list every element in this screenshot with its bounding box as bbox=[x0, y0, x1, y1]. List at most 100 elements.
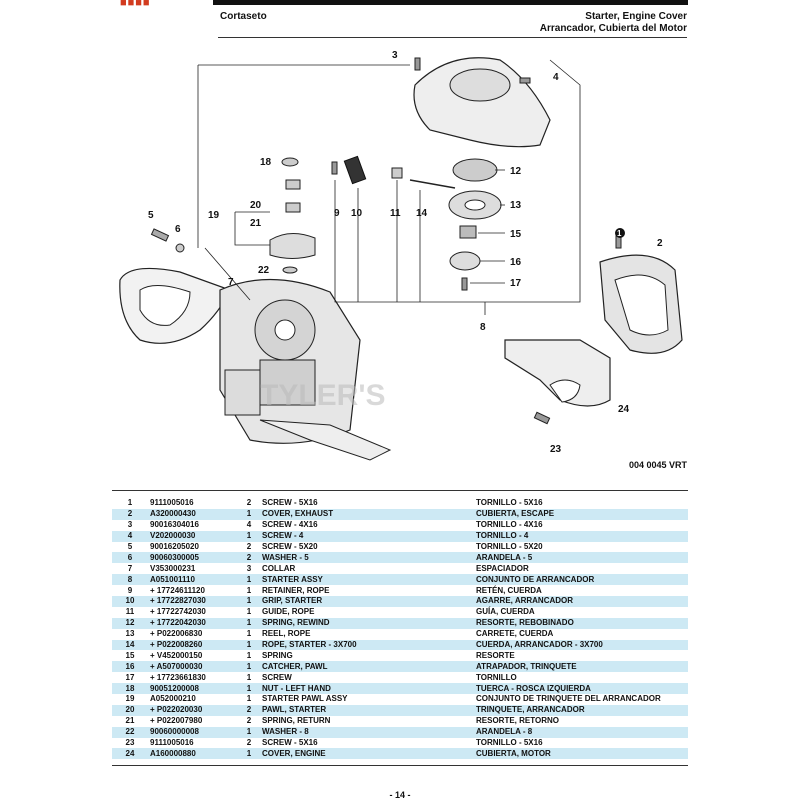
callout-23: 23 bbox=[550, 444, 562, 455]
description-en-cell: SCREW bbox=[262, 672, 292, 682]
part-number-cell: 90016304016 bbox=[150, 520, 199, 530]
part-number-cell: + 17724611120 bbox=[150, 585, 205, 595]
diagram-watermark: TYLER'S bbox=[260, 379, 385, 412]
ref-cell: 22 bbox=[112, 726, 148, 738]
rope-retainer-part bbox=[331, 161, 338, 175]
part-number-cell: V202000030 bbox=[148, 530, 238, 542]
description-es-cell: TORNILLO - 5X16 bbox=[476, 498, 543, 508]
starter-rope-part bbox=[409, 179, 456, 189]
section-title-es: Arrancador, Cubierta del Motor bbox=[539, 23, 687, 34]
description-es-cell: ESPACIADOR bbox=[476, 563, 529, 573]
qty-cell: 1 bbox=[238, 596, 260, 607]
description-es-cell: CONJUNTO DE TRINQUETE DEL ARRANCADOR bbox=[476, 694, 661, 704]
spring-part bbox=[459, 225, 477, 239]
ref-cell: 6 bbox=[112, 552, 148, 564]
screw-3-part bbox=[414, 57, 421, 71]
ref-cell: 12 bbox=[112, 617, 148, 629]
ref-cell: 20 bbox=[112, 704, 148, 716]
description-en-cell: SCREW - 4X16 bbox=[262, 520, 318, 530]
callout-8: 8 bbox=[480, 322, 486, 333]
pawl-catcher-part bbox=[449, 251, 481, 271]
part-number-cell: 90051200008 bbox=[148, 683, 238, 695]
qty-cell: 1 bbox=[238, 508, 260, 520]
exploded-parts-diagram: TYLER'S 1 2 3 4 5 6 7 8 9 10 11 12 13 14… bbox=[119, 50, 683, 461]
ref-cell: 16 bbox=[112, 661, 148, 673]
description-es-cell: CUBIERTA, MOTOR bbox=[474, 748, 688, 760]
part-number-cell: A160000880 bbox=[148, 748, 238, 760]
description-en-cell: RETAINER, ROPE bbox=[262, 585, 330, 595]
ref-cell: 11 bbox=[125, 607, 135, 617]
washer-6-part bbox=[175, 243, 185, 253]
description-en-cell: SPRING, RETURN bbox=[262, 716, 331, 726]
callout-11: 11 bbox=[390, 208, 401, 219]
description-en-cell: REEL, ROPE bbox=[262, 629, 311, 639]
callout-17: 17 bbox=[510, 278, 522, 289]
description-es-cell: ARANDELA - 5 bbox=[474, 552, 688, 564]
description-en-cell: SPRING, REWIND bbox=[260, 617, 474, 629]
description-es-cell: TORNILLO - 4X16 bbox=[476, 520, 543, 530]
callout-1-marker bbox=[615, 228, 625, 238]
engine-cover-part bbox=[413, 57, 551, 148]
part-number-cell: 9111005016 bbox=[150, 738, 194, 748]
ref-cell: 8 bbox=[112, 574, 148, 586]
callout-7: 7 bbox=[228, 277, 234, 288]
description-en-cell: ROPE, STARTER - 3X700 bbox=[260, 639, 474, 651]
callout-5: 5 bbox=[148, 210, 154, 221]
qty-cell: 2 bbox=[246, 498, 252, 508]
return-spring-part bbox=[285, 202, 301, 213]
qty-cell: 2 bbox=[246, 542, 252, 551]
description-en-cell: NUT - LEFT HAND bbox=[260, 683, 474, 695]
description-en-cell: WASHER - 5 bbox=[260, 552, 474, 564]
description-en-cell: SPRING bbox=[262, 650, 293, 660]
description-es-cell: RETÉN, CUERDA bbox=[476, 585, 542, 595]
description-en-cell: SCREW - 5X20 bbox=[262, 542, 318, 551]
qty-cell: 1 bbox=[238, 683, 260, 695]
ref-cell: 10 bbox=[112, 596, 148, 607]
ref-cell: 15 bbox=[125, 650, 135, 660]
description-es-cell: CARRETE, CUERDA bbox=[476, 629, 554, 639]
part-number-cell: + P022020030 bbox=[148, 704, 238, 716]
callout-20: 20 bbox=[250, 200, 262, 211]
table-bottom-rule bbox=[112, 765, 688, 766]
qty-cell: 1 bbox=[238, 661, 260, 673]
part-number-cell: + P022008260 bbox=[148, 639, 238, 651]
screw-17-part bbox=[461, 277, 468, 291]
ref-cell: 9 bbox=[127, 585, 133, 595]
callout-19: 19 bbox=[208, 210, 220, 221]
qty-cell: 1 bbox=[246, 650, 252, 660]
description-en-cell: SCREW - 4 bbox=[260, 530, 474, 542]
description-es-cell: GUÍA, CUERDA bbox=[476, 607, 535, 617]
part-number-cell: + 17723661830 bbox=[150, 672, 206, 682]
description-en-cell: STARTER PAWL ASSY bbox=[262, 694, 348, 704]
part-number-cell: + A507000030 bbox=[148, 661, 238, 673]
callout-14: 14 bbox=[416, 208, 428, 219]
callout-3: 3 bbox=[392, 50, 398, 61]
qty-cell: 2 bbox=[238, 704, 260, 716]
callout-10: 10 bbox=[351, 208, 363, 219]
description-es-cell: RESORTE, REBOBINADO bbox=[474, 617, 688, 629]
part-number-cell: A052000210 bbox=[150, 694, 196, 704]
ref-cell: 21 bbox=[125, 716, 135, 726]
model-name: Cortaseto bbox=[220, 11, 267, 22]
ref-cell: 17 bbox=[125, 672, 135, 682]
qty-cell: 1 bbox=[246, 629, 252, 639]
qty-cell: 2 bbox=[246, 738, 252, 748]
rope-guide-part bbox=[391, 167, 403, 179]
description-en-cell: SCREW - 5X16 bbox=[262, 738, 318, 748]
qty-cell: 1 bbox=[246, 585, 252, 595]
ref-cell: 5 bbox=[127, 542, 133, 551]
ref-cell: 23 bbox=[125, 738, 135, 748]
callout-22: 22 bbox=[258, 265, 270, 276]
